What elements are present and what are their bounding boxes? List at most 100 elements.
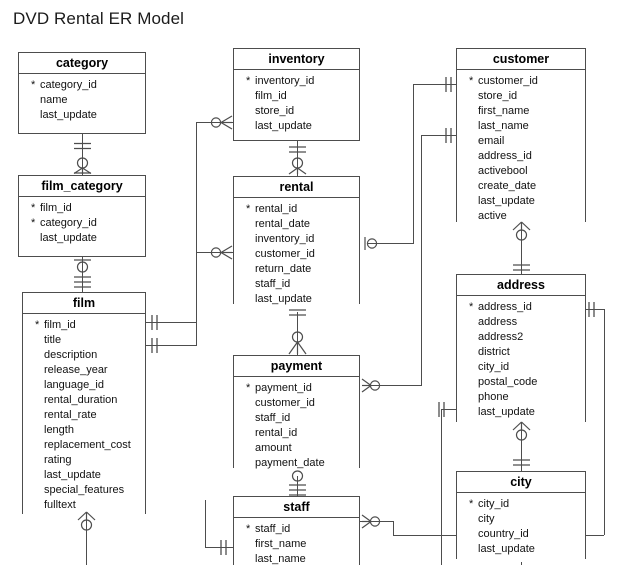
connector-address-staff-v1: [604, 309, 605, 535]
entity-inventory[interactable]: inventoryinventory_idfilm_idstore_idlast…: [233, 48, 360, 141]
entity-title-category: category: [19, 53, 145, 74]
attribute: last_update: [255, 120, 312, 132]
attribute: postal_code: [478, 376, 538, 388]
connector-film-rental-v: [196, 252, 197, 346]
attribute: first_name: [255, 538, 307, 550]
attribute: staff_id: [255, 278, 291, 290]
entity-address[interactable]: addressaddress_idaddressaddress2district…: [456, 274, 586, 425]
attribute: description: [44, 349, 98, 361]
connector-rental-payment: [297, 304, 298, 355]
connector-film-inventory-h1: [146, 322, 196, 323]
attribute: rating: [44, 454, 72, 466]
attribute: customer_id: [255, 397, 315, 409]
connector-category-film_category: [82, 134, 83, 175]
attribute: last_update: [40, 232, 97, 244]
entity-title-city: city: [457, 472, 585, 493]
attribute: customer_id: [255, 248, 315, 260]
connector-film-inventory-h2: [196, 122, 233, 123]
attribute: address: [478, 316, 518, 328]
entity-title-payment: payment: [234, 356, 359, 377]
attribute: district: [478, 346, 510, 358]
page-title: DVD Rental ER Model: [13, 9, 185, 28]
connector-city-bottom-stub: [521, 559, 522, 565]
attribute: payment_date: [255, 457, 325, 469]
attribute: activebool: [478, 165, 528, 177]
attribute: phone: [478, 391, 509, 403]
attribute: staff_id: [255, 412, 291, 424]
connector-customer-rental-h2: [413, 84, 456, 85]
entity-title-customer: customer: [457, 49, 585, 70]
attribute-pk: rental_id: [234, 202, 359, 217]
attribute: rental_rate: [44, 409, 97, 421]
connector-customer-payment-h1: [368, 385, 421, 386]
attribute-pk: city_id: [457, 497, 585, 512]
attribute-pk: film_id: [19, 201, 145, 216]
attribute: return_date: [255, 263, 312, 275]
attribute: release_year: [44, 364, 108, 376]
attribute: last_update: [255, 293, 312, 305]
attribute-pk: film_id: [23, 318, 145, 333]
connector-customer-rental-h1: [368, 243, 413, 244]
connector-customer-rental-v: [413, 84, 414, 244]
connector-address-staff-v2: [393, 521, 394, 536]
entity-payment[interactable]: paymentpayment_idcustomer_idstaff_idrent…: [233, 355, 360, 476]
attribute-pk: address_id: [457, 300, 585, 315]
attribute: language_id: [44, 379, 104, 391]
entity-film_category[interactable]: film_categoryfilm_idcategory_idlast_upda…: [18, 175, 146, 257]
attribute: film_id: [255, 90, 287, 102]
attribute-list-payment: payment_idcustomer_idstaff_idrental_idam…: [234, 377, 359, 476]
entity-title-rental: rental: [234, 177, 359, 198]
attribute: rental_date: [255, 218, 311, 230]
attribute: special_features: [44, 484, 125, 496]
attribute-pk: inventory_id: [234, 74, 359, 89]
entity-title-film: film: [23, 293, 145, 314]
connector-film-inventory-v: [196, 122, 197, 323]
attribute: country_id: [478, 528, 529, 540]
entity-rental[interactable]: rentalrental_idrental_dateinventory_idcu…: [233, 176, 360, 312]
attribute-pk: customer_id: [457, 74, 585, 89]
attribute: rental_duration: [44, 394, 118, 406]
attribute: email: [478, 135, 505, 147]
connector-film-bottom: [86, 514, 87, 565]
attribute: last_name: [478, 120, 529, 132]
connector-customer-left-stub1: [447, 84, 456, 85]
entity-title-inventory: inventory: [234, 49, 359, 70]
attribute: city: [478, 513, 495, 525]
entity-title-staff: staff: [234, 497, 359, 518]
attribute-list-address: address_idaddressaddress2districtcity_id…: [457, 296, 585, 425]
attribute: active: [478, 210, 507, 222]
connector-staff-left-v: [205, 500, 206, 548]
attribute: title: [44, 334, 62, 346]
connector-address-left-v: [441, 409, 442, 565]
connector-film-rental-h1: [146, 345, 196, 346]
attribute: first_name: [478, 105, 530, 117]
attribute-list-rental: rental_idrental_dateinventory_idcustomer…: [234, 198, 359, 312]
attribute: store_id: [478, 90, 518, 102]
attribute-pk: category_id: [19, 216, 145, 231]
connector-address-staff-h3: [360, 521, 393, 522]
attribute-pk: staff_id: [234, 522, 359, 537]
connector-payment-staff: [297, 468, 298, 496]
connector-address-staff-h1: [586, 309, 604, 310]
connector-film_category-film: [82, 257, 83, 292]
connector-address-city: [521, 422, 522, 471]
connector-customer-address: [521, 222, 522, 274]
entity-title-film_category: film_category: [19, 176, 145, 197]
attribute: fulltext: [44, 499, 76, 511]
attribute: replacement_cost: [44, 439, 131, 451]
connector-inventory-rental: [297, 141, 298, 176]
attribute: address2: [478, 331, 524, 343]
